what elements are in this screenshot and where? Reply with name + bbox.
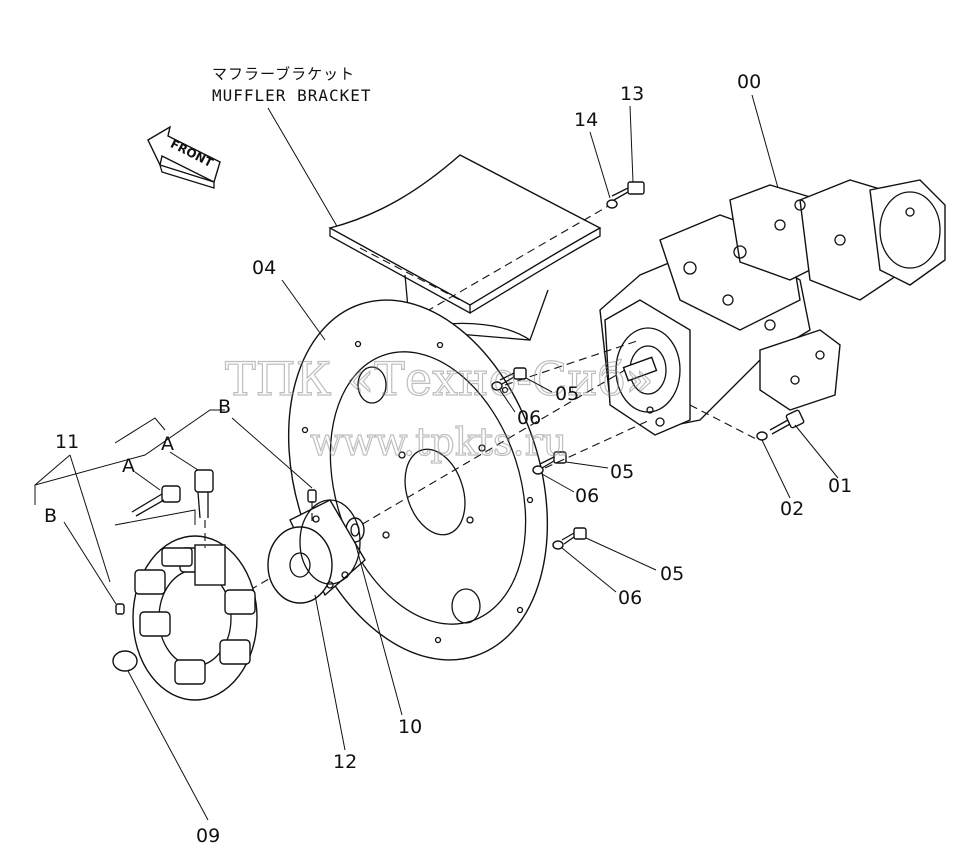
leader-06a	[499, 389, 516, 413]
callout-11: 11	[55, 431, 79, 453]
leader-a-group	[114, 417, 166, 444]
center-line-upper	[504, 339, 641, 386]
leader-b-upper-to-pin	[231, 417, 313, 489]
leader-a-right	[169, 451, 199, 471]
leader-01	[794, 424, 839, 479]
leader-06b	[541, 473, 575, 493]
callout-04: 04	[252, 257, 276, 279]
flywheel-plate-04	[287, 299, 549, 661]
leader-b-lower	[63, 521, 117, 605]
leader-06c	[561, 547, 617, 593]
callout-09: 09	[196, 825, 220, 847]
center-line-mid	[544, 419, 651, 469]
leader-11	[69, 454, 111, 583]
leader-b-upper	[34, 409, 225, 505]
watermark-site: www.tpkts.ru	[310, 420, 567, 464]
callout-a-2: A	[122, 455, 135, 477]
leader-12	[314, 594, 346, 751]
washer-14	[606, 199, 618, 209]
washer-06-b	[532, 465, 544, 475]
leader-04	[281, 279, 326, 341]
front-arrow: FRONT	[147, 125, 221, 189]
bolt-05-c	[561, 527, 587, 545]
callout-01: 01	[828, 475, 852, 497]
leader-a-left	[134, 471, 161, 491]
leader-05c	[585, 537, 657, 571]
pin-b-upper	[307, 489, 317, 503]
leader-05b	[565, 461, 609, 469]
leader-00	[751, 94, 779, 189]
callout-05-c: 05	[660, 563, 684, 585]
callout-a-1: A	[161, 433, 174, 455]
leader-13	[629, 105, 634, 183]
callout-00: 00	[737, 71, 761, 93]
washer-02	[756, 431, 768, 441]
leader-10	[354, 541, 403, 716]
watermark-company: ТПК «Техно-Сиб»	[225, 352, 654, 406]
leader-02	[761, 439, 791, 499]
bolt-13	[611, 181, 645, 201]
leader-a-base	[114, 509, 196, 526]
pump-assembly	[599, 179, 946, 436]
hub-12	[267, 499, 366, 604]
bracket-leader	[267, 107, 339, 229]
leader-09	[127, 670, 209, 821]
bolt-01	[769, 409, 805, 435]
callout-b-2: B	[44, 505, 57, 527]
callout-13: 13	[620, 83, 644, 105]
washer-09	[112, 650, 138, 672]
bolt-05-a	[499, 367, 527, 385]
callout-06-b: 06	[575, 485, 599, 507]
bracket-label-jp: マフラーブラケット	[212, 65, 355, 83]
socket-screw-a-right	[194, 469, 214, 519]
pin-b-lower	[115, 603, 125, 615]
bracket-label-en: MUFFLER BRACKET	[212, 86, 372, 105]
leader-05a	[525, 377, 553, 393]
callout-10: 10	[398, 716, 422, 738]
washer-06-c	[552, 540, 564, 550]
callout-06-c: 06	[618, 587, 642, 609]
coupling-11	[132, 535, 258, 701]
callout-14: 14	[574, 109, 598, 131]
leader-14	[589, 131, 611, 199]
washer-06-a	[491, 381, 503, 391]
callout-05-b: 05	[610, 461, 634, 483]
callout-06-a: 06	[517, 407, 541, 429]
socket-screw-a-left	[131, 485, 181, 517]
callout-05-a: 05	[555, 383, 579, 405]
callout-b-1: B	[218, 396, 231, 418]
muffler-bracket	[328, 154, 611, 341]
callout-02: 02	[780, 498, 804, 520]
callout-12: 12	[333, 751, 357, 773]
